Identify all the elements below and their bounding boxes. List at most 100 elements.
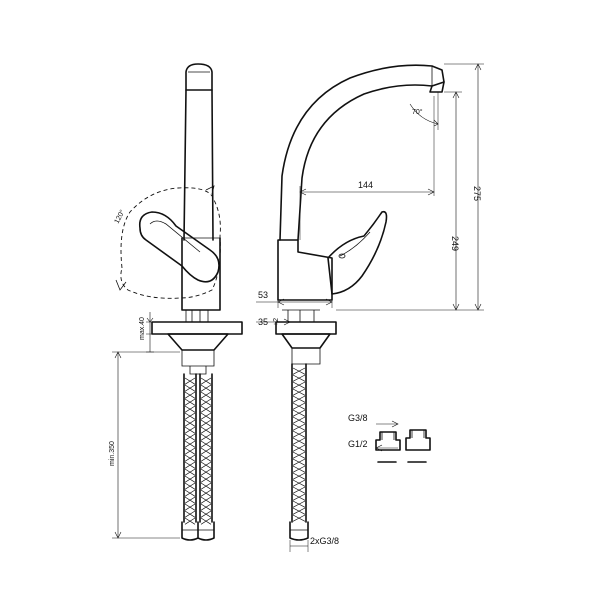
dim-hole-diameter: 35 +2	[256, 317, 302, 327]
hose-braid-stroke	[292, 451, 306, 459]
hose-braid-stroke	[200, 433, 212, 441]
hose-braid-stroke	[184, 475, 196, 483]
hose-braid-stroke	[184, 405, 196, 413]
hose-braid-stroke	[184, 398, 196, 406]
hose-braid-stroke	[200, 391, 212, 399]
hose-braid-stroke	[200, 405, 212, 413]
front-hoses	[183, 373, 213, 523]
side-handle	[327, 210, 388, 295]
front-spout-column	[183, 89, 214, 241]
base-offset-label: 53	[258, 290, 268, 300]
hose-braid-stroke	[184, 433, 196, 441]
dim-spout-reach: 144	[299, 96, 435, 240]
adapter-large-label: G1/2	[348, 439, 368, 449]
hose-braid-stroke	[200, 440, 212, 448]
dim-base-offset: 53	[256, 290, 333, 308]
hose-braid-stroke	[200, 475, 212, 483]
hose-braid-stroke	[184, 377, 196, 385]
hose-braid-stroke	[200, 510, 212, 518]
front-deck-plate	[151, 321, 243, 335]
front-hose-braid	[184, 377, 212, 525]
hose-braid-stroke	[292, 381, 306, 389]
hose-braid-stroke	[200, 489, 212, 497]
hose-braid-stroke	[200, 377, 212, 385]
side-hose	[291, 363, 307, 523]
hose-braid-stroke	[184, 454, 196, 462]
hose-braid-stroke	[200, 454, 212, 462]
spout-rotation-label: 70°	[412, 108, 423, 116]
hose-braid-stroke	[292, 367, 306, 375]
adapter-1	[375, 431, 401, 463]
hose-braid-stroke	[292, 409, 306, 417]
min-hose-label: min.350	[109, 441, 116, 466]
hose-braid-stroke	[184, 447, 196, 455]
handle-sweep-path	[120, 187, 221, 299]
front-body	[181, 237, 221, 311]
hose-braid-stroke	[200, 447, 212, 455]
hose-braid-stroke	[184, 391, 196, 399]
hose-braid-stroke	[184, 419, 196, 427]
dim-total-height: 275	[444, 63, 484, 311]
hose-braid-stroke	[184, 503, 196, 511]
hose-braid-stroke	[292, 458, 306, 466]
side-body	[277, 239, 333, 301]
spout-height-label: 249	[450, 236, 460, 251]
hose-braid-stroke	[292, 374, 306, 382]
hose-braid-stroke	[184, 426, 196, 434]
hose-braid-stroke	[292, 444, 306, 452]
hose-braid-stroke	[200, 517, 212, 525]
hose-braid-stroke	[292, 472, 306, 480]
hose-connection-label: 2xG3/8	[310, 536, 339, 546]
hose-braid-stroke	[292, 437, 306, 445]
hose-braid-stroke	[292, 402, 306, 410]
front-hose-nuts	[181, 521, 215, 541]
side-hose-nut	[289, 521, 309, 541]
hose-braid-stroke	[292, 486, 306, 494]
front-view: max.40 min.350 120°	[109, 63, 243, 541]
hose-braid-stroke	[292, 500, 306, 508]
hose-braid-stroke	[200, 468, 212, 476]
adapters: G3/8 G1/2	[348, 413, 431, 463]
max-deck-label: max.40	[139, 317, 146, 340]
dim-spout-rotation: 70°	[409, 92, 439, 130]
side-hose-braid	[292, 367, 306, 522]
dim-min-hose: min.350	[109, 351, 180, 539]
hose-braid-stroke	[292, 465, 306, 473]
hose-braid-stroke	[292, 514, 306, 522]
hose-braid-stroke	[292, 479, 306, 487]
hose-braid-stroke	[200, 461, 212, 469]
hose-braid-stroke	[200, 412, 212, 420]
hose-braid-stroke	[292, 430, 306, 438]
hole-diameter-label: 35	[258, 317, 268, 327]
hose-braid-stroke	[292, 395, 306, 403]
side-spout	[279, 64, 445, 241]
hole-tolerance-label: +2	[273, 318, 280, 326]
hose-braid-stroke	[184, 489, 196, 497]
hose-braid-stroke	[184, 510, 196, 518]
hose-braid-stroke	[184, 461, 196, 469]
dim-spout-height: 249	[336, 91, 462, 311]
front-spout-top	[185, 63, 213, 91]
dim-hose-connection: 2xG3/8	[289, 536, 339, 552]
hose-braid-stroke	[184, 384, 196, 392]
hose-braid-stroke	[200, 426, 212, 434]
hose-braid-stroke	[200, 419, 212, 427]
spout-reach-label: 144	[358, 180, 373, 190]
hose-braid-stroke	[184, 412, 196, 420]
hose-braid-stroke	[200, 503, 212, 511]
hose-braid-stroke	[184, 482, 196, 490]
adapter-2	[405, 429, 431, 463]
side-fixing-nut	[281, 333, 331, 349]
hose-braid-stroke	[292, 493, 306, 501]
hose-braid-stroke	[200, 398, 212, 406]
hose-braid-stroke	[184, 517, 196, 525]
hose-braid-stroke	[200, 496, 212, 504]
hose-braid-stroke	[184, 440, 196, 448]
hose-braid-stroke	[292, 388, 306, 396]
front-fixing-nut	[167, 333, 229, 351]
side-aerator	[429, 81, 445, 93]
hose-braid-stroke	[184, 496, 196, 504]
side-deck-plate	[275, 321, 337, 335]
hose-braid-stroke	[292, 507, 306, 515]
